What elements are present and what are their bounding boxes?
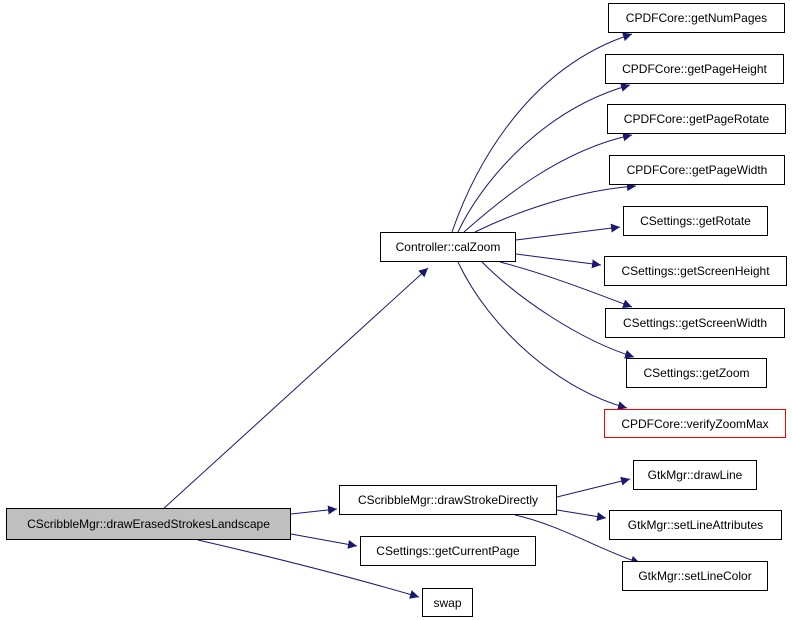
edge-calzoom-to-zoom: [481, 261, 635, 359]
edge-calzoom-to-pagerotate: [463, 132, 633, 233]
node-getCurrentPage[interactable]: CSettings::getCurrentPage: [360, 536, 536, 566]
node-setLineAttributes[interactable]: GtkMgr::setLineAttributes: [609, 510, 782, 540]
node-getPageRotate[interactable]: CPDFCore::getPageRotate: [607, 104, 786, 134]
edge-calzoom-to-screenwidth: [499, 261, 633, 309]
node-swap[interactable]: swap: [422, 588, 473, 617]
edge-calzoom-to-numpages: [451, 32, 633, 233]
node-calZoom[interactable]: Controller::calZoom: [380, 232, 516, 262]
node-getScreenHeight[interactable]: CSettings::getScreenHeight: [604, 256, 787, 286]
edge-drawstroke-to-drawline: [556, 476, 631, 498]
edge-root-to-calzoom: [161, 267, 429, 511]
node-drawLine[interactable]: GtkMgr::drawLine: [633, 460, 757, 490]
node-getRotate[interactable]: CSettings::getRotate: [623, 206, 768, 236]
edge-root-to-drawstroke: [290, 505, 338, 515]
edge-drawstroke-to-linecolor: [514, 514, 641, 565]
node-verifyZoomMax[interactable]: CPDFCore::verifyZoomMax: [604, 409, 786, 438]
node-getPageWidth[interactable]: CPDFCore::getPageWidth: [609, 155, 785, 185]
edge-calzoom-to-rotate: [515, 223, 621, 241]
edge-calzoom-to-pagewidth: [474, 182, 637, 233]
edge-root-to-currentpage: [290, 533, 358, 549]
node-getZoom[interactable]: CSettings::getZoom: [626, 358, 767, 388]
edge-calzoom-to-verifyzoom: [457, 261, 628, 411]
node-drawStrokeDirectly[interactable]: CScribbleMgr::drawStrokeDirectly: [339, 485, 557, 515]
edge-calzoom-to-screenheight: [515, 253, 602, 269]
edge-calzoom-to-pageheight: [457, 83, 631, 233]
node-getScreenWidth[interactable]: CSettings::getScreenWidth: [605, 308, 785, 338]
node-getPageHeight[interactable]: CPDFCore::getPageHeight: [605, 54, 784, 84]
node-setLineColor[interactable]: GtkMgr::setLineColor: [622, 561, 768, 591]
node-root-drawErasedStrokesLandscape: CScribbleMgr::drawErasedStrokesLandscape: [6, 508, 291, 540]
edge-root-to-swap: [197, 539, 420, 599]
edge-drawstroke-to-lineattributes: [556, 509, 607, 521]
node-getNumPages[interactable]: CPDFCore::getNumPages: [608, 3, 785, 33]
